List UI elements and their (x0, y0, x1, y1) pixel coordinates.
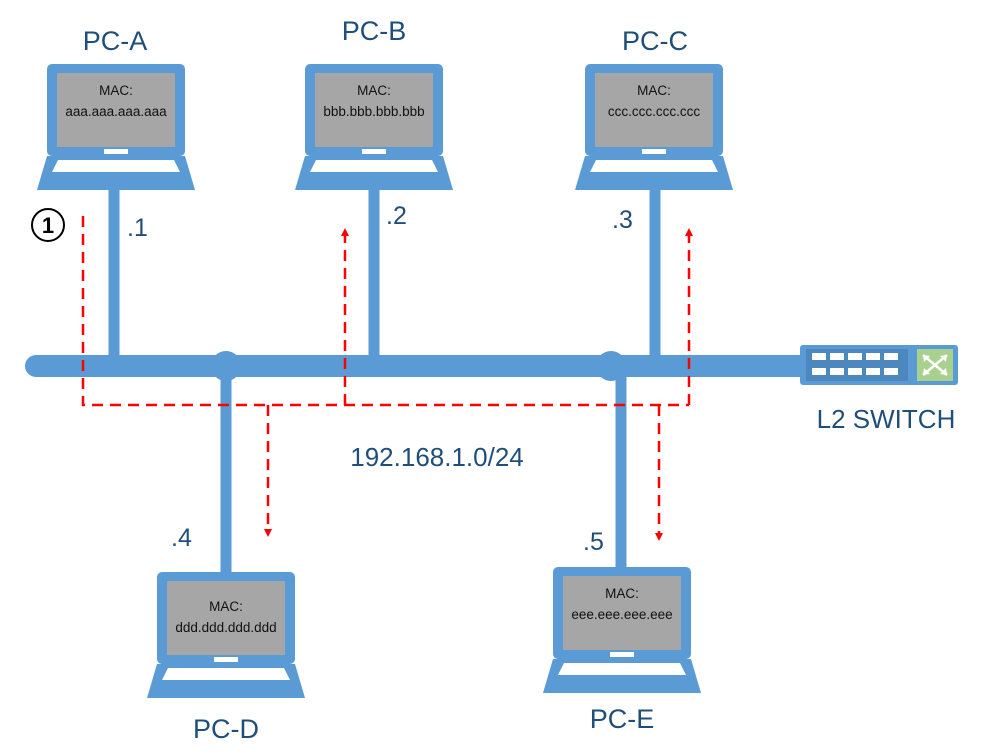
step-marker: 1 (31, 208, 65, 242)
switch-icon (800, 345, 958, 385)
laptop-pc-d: MAC: ddd.ddd.ddd.ddd (147, 572, 305, 698)
ip-pc-d: .4 (171, 524, 192, 552)
mac-address-pc-e: eee.eee.eee.eee (571, 607, 672, 622)
ip-pc-c: .3 (612, 206, 633, 234)
junction-pc-e (596, 351, 626, 381)
broadcast-flow (81, 216, 693, 541)
pc-name-e: PC-E (590, 704, 655, 734)
ip-pc-a: .1 (127, 214, 148, 242)
step-number: 1 (42, 213, 54, 238)
junction-pc-d (211, 351, 241, 381)
mac-label-pc-c: MAC: (637, 83, 671, 98)
mac-label-pc-a: MAC: (99, 83, 133, 98)
pc-name-c: PC-C (622, 26, 688, 56)
laptop-pc-a: MAC: aaa.aaa.aaa.aaa (37, 64, 195, 190)
mac-address-pc-b: bbb.bbb.bbb.bbb (323, 104, 424, 119)
laptop-pc-b: MAC: bbb.bbb.bbb.bbb (295, 64, 453, 190)
laptop-pc-c: MAC: ccc.ccc.ccc.ccc (575, 64, 733, 190)
l2-switch (800, 345, 958, 385)
mac-address-pc-a: aaa.aaa.aaa.aaa (65, 104, 167, 119)
pc-name-a: PC-A (83, 26, 148, 56)
flow-from-pc-a (81, 216, 689, 407)
mac-address-pc-d: ddd.ddd.ddd.ddd (175, 620, 276, 635)
mac-address-pc-c: ccc.ccc.ccc.ccc (608, 104, 701, 119)
mac-label-pc-b: MAC: (357, 83, 391, 98)
pc-name-d: PC-D (193, 714, 259, 744)
pc-name-b: PC-B (342, 16, 407, 46)
subnet-label: 192.168.1.0/24 (350, 442, 524, 472)
ip-pc-e: .5 (583, 528, 604, 556)
ip-pc-b: .2 (386, 202, 407, 230)
switch-label: L2 SWITCH (817, 404, 956, 434)
mac-label-pc-e: MAC: (605, 586, 639, 601)
mac-label-pc-d: MAC: (209, 599, 243, 614)
laptop-pc-e: MAC: eee.eee.eee.eee (543, 567, 701, 693)
